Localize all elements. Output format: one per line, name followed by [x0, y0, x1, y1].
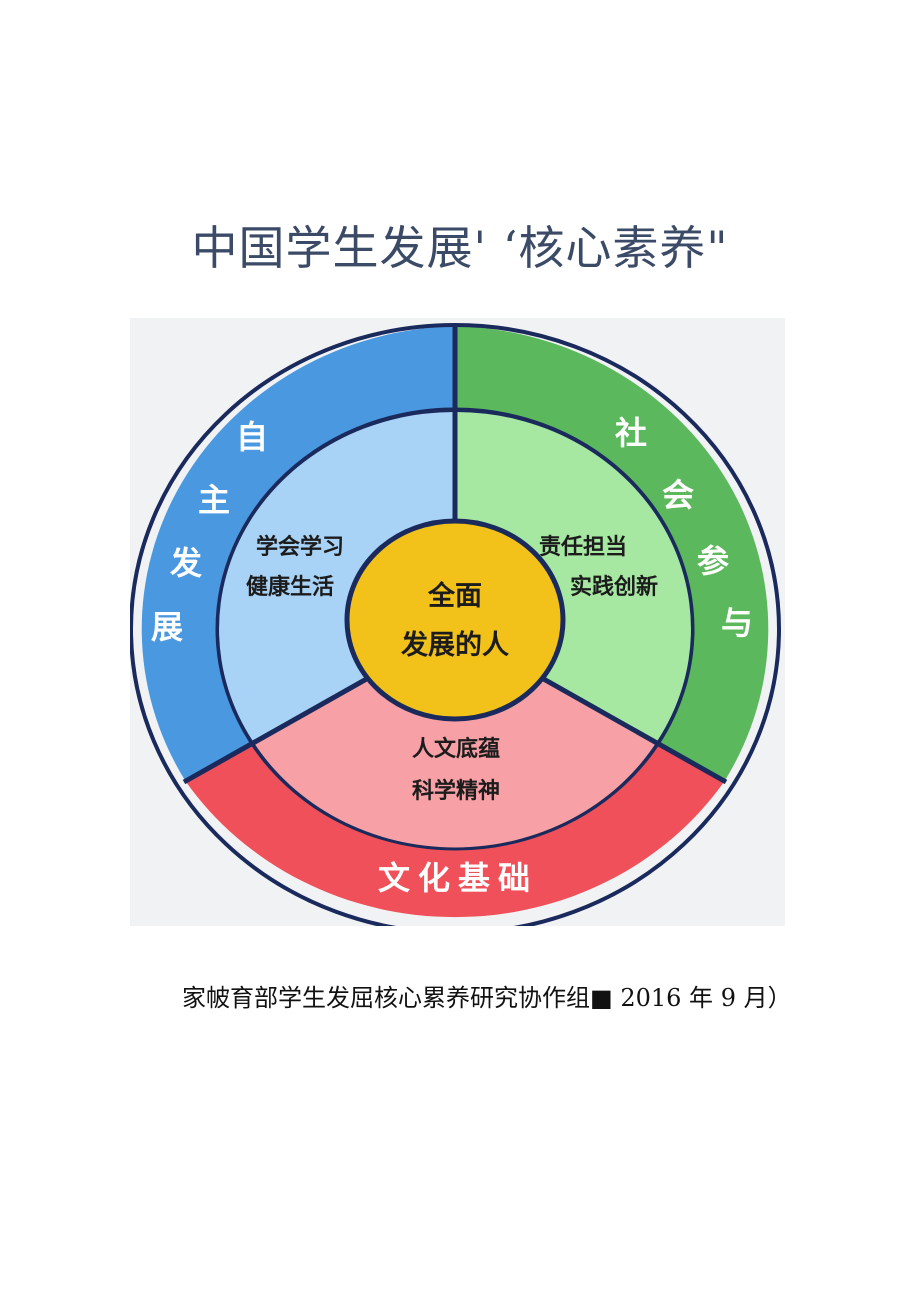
outer-bottom-label: 文化基础: [378, 859, 538, 897]
center-circle: [344, 518, 566, 722]
outer-right-char-1: 社: [615, 414, 647, 452]
outer-right-char-2: 会: [662, 476, 694, 514]
outer-left-char-4: 展: [151, 608, 183, 646]
inner-left-line-1: 学会学习: [256, 534, 344, 560]
caption-year-unit: 年: [689, 984, 714, 1012]
core-literacy-diagram: 自 主 发 展 社 会 参 与 文化基础 学会学习 健康生活 责任担当 实践创新…: [130, 318, 785, 926]
center-line-2: 发展的人: [400, 629, 509, 661]
center-line-1: 全面: [427, 580, 482, 612]
outer-right-char-3: 参: [697, 542, 729, 580]
caption-month: 9: [720, 984, 736, 1012]
inner-segment-cultural-foundation: [252, 629, 658, 848]
inner-right-line-2: 实践创新: [570, 574, 658, 600]
caption-month-unit: 月）: [743, 984, 792, 1012]
inner-bottom-line-2: 科学精神: [412, 778, 500, 804]
caption-year: 2016: [620, 984, 682, 1012]
outer-ring-border: [130, 323, 781, 926]
outer-left-char-2: 主: [198, 481, 230, 519]
outer-left-char-3: 发: [170, 544, 202, 582]
inner-bottom-line-1: 人文底蕴: [412, 736, 500, 762]
inner-right-line-1: 责任担当: [539, 534, 627, 560]
inner-left-line-2: 健康生活: [246, 574, 334, 600]
page-title: 中国学生发展' ‘核心素养": [191, 221, 729, 275]
outer-right-char-4: 与: [721, 604, 753, 642]
outer-left-char-1: 自: [236, 418, 268, 456]
caption-text: 家帔育部学生发屈核心累养研究协作组■: [182, 984, 613, 1012]
caption: 家帔育部学生发屈核心累养研究协作组■ 2016 年 9 月）: [182, 978, 792, 1013]
